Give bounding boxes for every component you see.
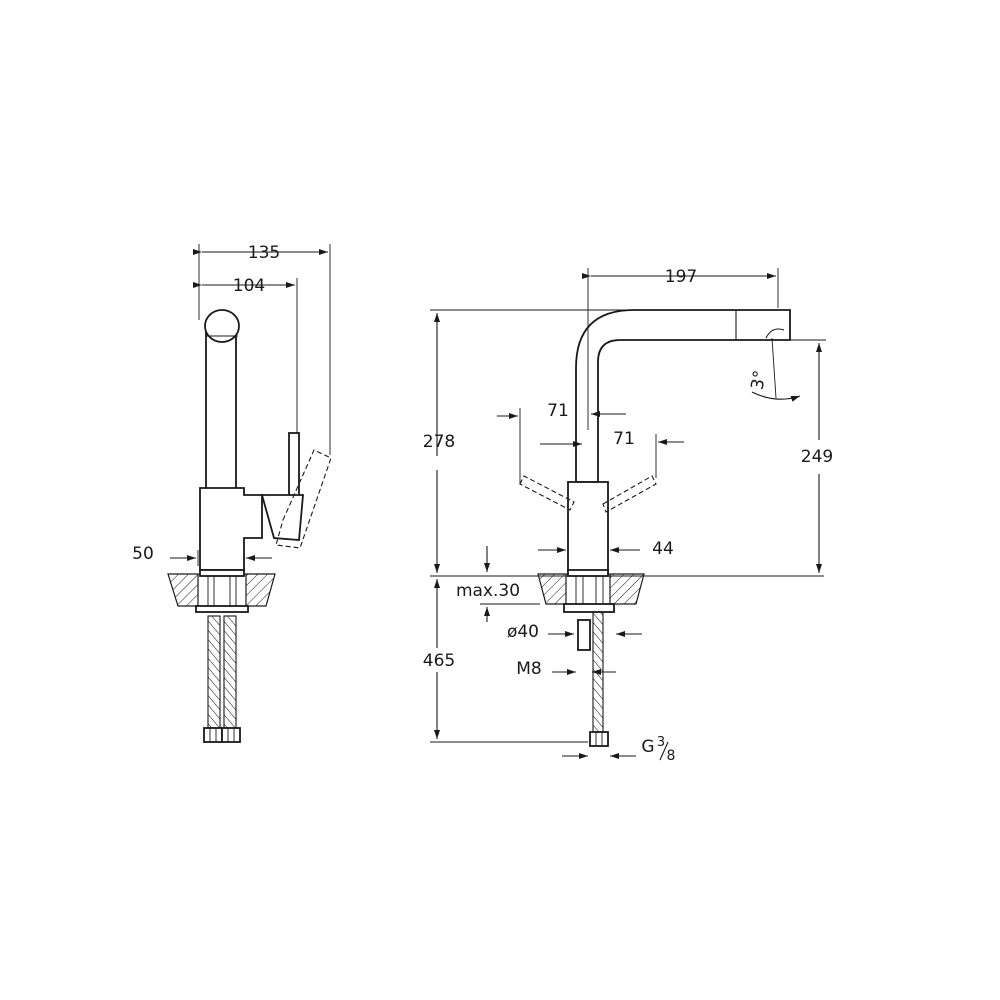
dim-front-spout-tilt: 3° xyxy=(748,369,771,392)
side-deck-left xyxy=(167,573,199,607)
side-deck-right xyxy=(245,573,276,607)
dim-side-body-diameter: 50 xyxy=(132,544,154,564)
dim-front-deck-thickness: max.30 xyxy=(456,581,520,601)
side-hose-right xyxy=(223,615,237,729)
dim-front-thread: M8 xyxy=(516,659,541,679)
dim-front-total-height: 278 xyxy=(423,432,455,452)
front-deck-right xyxy=(609,573,645,605)
dim-front-connection: G xyxy=(641,737,654,757)
side-lever-swing xyxy=(275,449,332,549)
dim-front-lever-swing-right: 71 xyxy=(613,429,635,449)
dim-front-spout-reach: 197 xyxy=(665,267,697,287)
front-body xyxy=(567,481,609,573)
side-lever-base xyxy=(260,494,304,541)
dim-front-connection-den: 8 xyxy=(667,748,676,764)
side-hose-left xyxy=(207,615,221,729)
dim-front-lever-swing-left: 71 xyxy=(547,401,569,421)
dim-front-below-deck: 465 xyxy=(423,651,455,671)
dim-side-total-width: 135 xyxy=(248,243,280,263)
dim-front-spout-height: 249 xyxy=(801,447,833,467)
dim-front-body-diameter: 44 xyxy=(652,539,674,559)
front-view: 197 278 249 3° 71 71 44 max.30 xyxy=(423,267,833,764)
dim-front-connection-num: 3 xyxy=(657,735,665,750)
front-spout xyxy=(575,309,791,483)
side-view: 135 104 50 xyxy=(132,243,332,743)
side-column xyxy=(205,329,237,491)
front-lever-right xyxy=(602,475,657,513)
front-stud xyxy=(577,619,591,651)
front-deck-left xyxy=(537,573,567,605)
dim-side-lever-offset: 104 xyxy=(233,276,265,296)
dim-front-hole-diameter: ø40 xyxy=(507,622,539,642)
side-spout-top xyxy=(204,309,240,343)
front-lever-left xyxy=(519,475,575,511)
